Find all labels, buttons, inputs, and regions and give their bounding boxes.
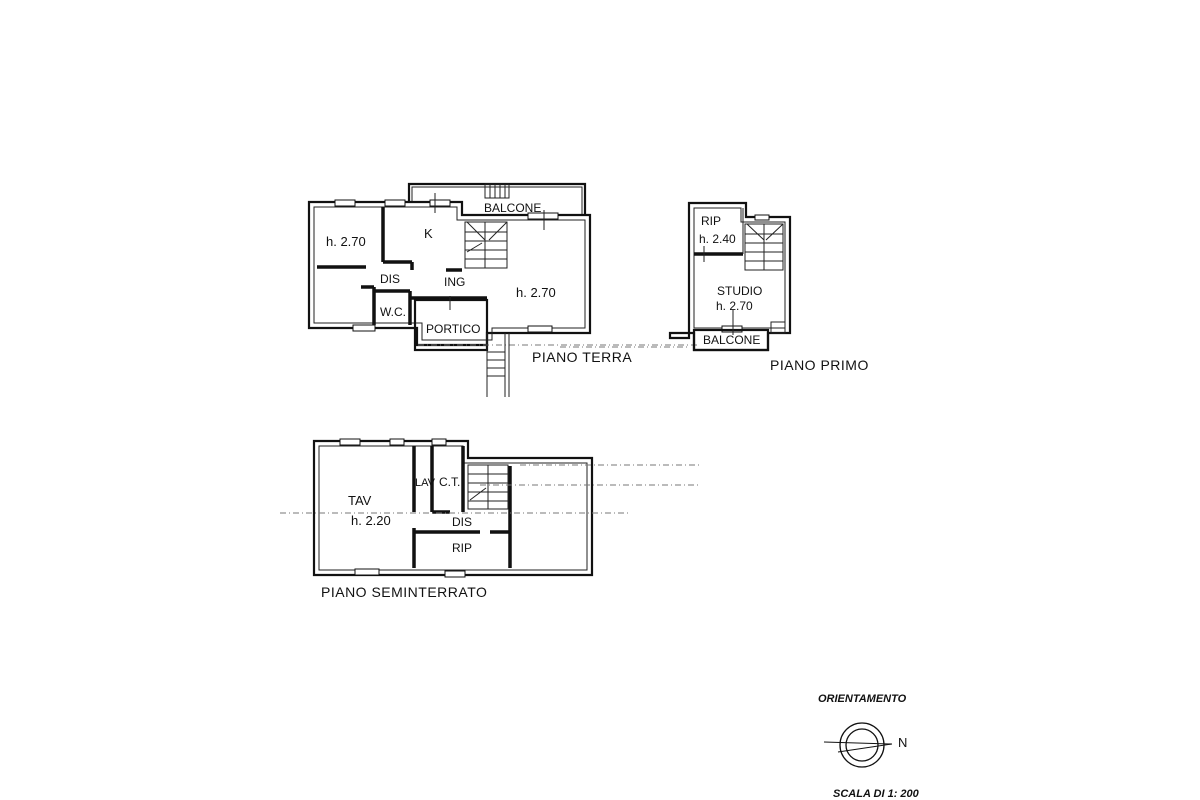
ground-bedroom-height: h. 2.70: [326, 234, 366, 249]
balcony-stair: [484, 183, 510, 199]
ground-portico-label: PORTICO: [426, 322, 480, 336]
ground-kitchen-label: K: [424, 226, 433, 241]
first-rip-label: RIP: [701, 214, 721, 228]
first-floor-title: PIANO PRIMO: [770, 357, 869, 373]
ground-dis-label: DIS: [380, 272, 400, 286]
first-rip-height: h. 2.40: [699, 232, 736, 246]
basement-tav-height: h. 2.20: [351, 513, 391, 528]
scale-label: SCALA DI 1: 200: [833, 788, 920, 800]
ground-living-height: h. 2.70: [516, 285, 556, 300]
basement-tav-label: TAV: [348, 493, 372, 508]
ground-floor-title: PIANO TERRA: [532, 349, 632, 365]
basement-staircase: [467, 464, 509, 510]
ground-floor-plan: h. 2.70 K BALCONE DIS ING h. 2.70 W.C. P…: [307, 182, 700, 397]
orientation-label: ORIENTAMENTO: [818, 693, 907, 705]
north-label: N: [898, 735, 907, 750]
ground-balcony-label: BALCONE: [484, 201, 541, 215]
basement-lav-label: LAV: [415, 477, 436, 489]
first-studio-height: h. 2.70: [716, 299, 753, 313]
basement-plan: TAV h. 2.20 LAV C.T. DIS RIP PIANO SEMIN…: [280, 438, 700, 600]
compass-icon: [823, 722, 893, 768]
orientation-legend: ORIENTAMENTO N SCALA DI 1: 200: [818, 693, 920, 800]
ground-ing-label: ING: [444, 275, 465, 289]
basement-dis-label: DIS: [452, 515, 472, 529]
first-balcony-label: BALCONE: [703, 333, 760, 347]
basement-rip-label: RIP: [452, 541, 472, 555]
ground-wc-label: W.C.: [380, 305, 406, 319]
first-studio-label: STUDIO: [717, 284, 762, 298]
basement-title: PIANO SEMINTERRATO: [321, 584, 487, 600]
first-floor-staircase: [744, 223, 784, 271]
basement-ct-label: C.T.: [439, 475, 460, 489]
entrance-stair: [486, 333, 510, 397]
first-floor-plan: RIP h. 2.40 STUDIO h. 2.70 BALCONE PIANO…: [560, 201, 869, 373]
ground-floor-staircase: [464, 221, 508, 269]
